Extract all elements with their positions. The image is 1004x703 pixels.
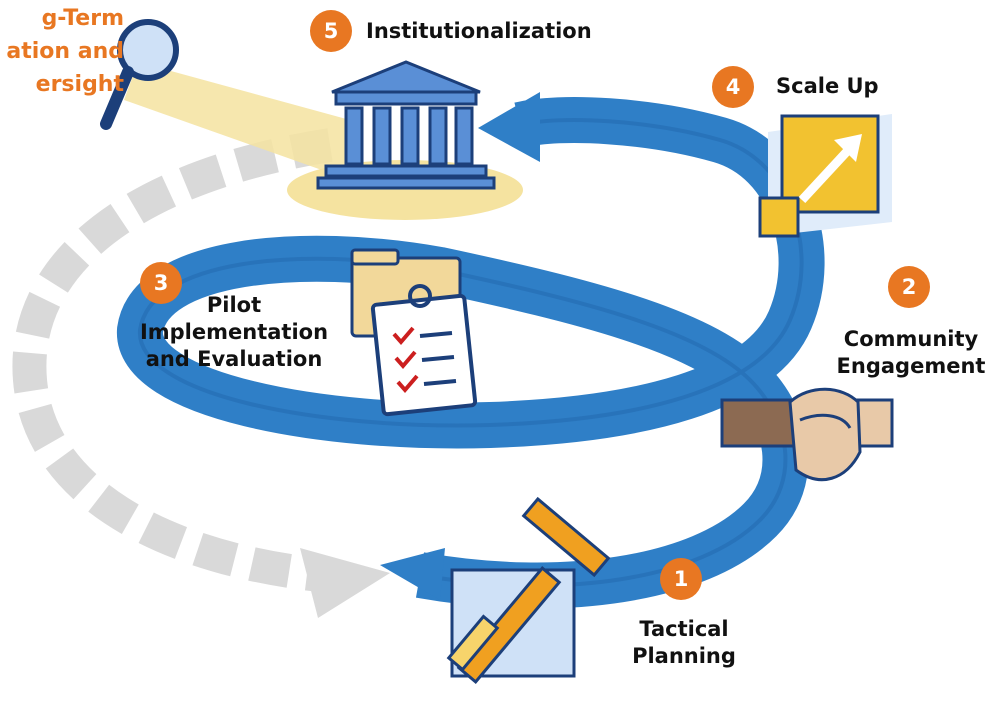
stage-4-title: Scale Up <box>776 74 879 98</box>
oversight-title-line-3: ersight <box>35 72 124 97</box>
stage-1-title-line-2: Planning <box>632 644 736 668</box>
stage-5-number: 5 <box>323 19 339 43</box>
oversight-title-line-1: g-Term <box>41 6 124 31</box>
stage-5-badge: 5 <box>310 10 352 52</box>
expand-arrow-icon <box>758 114 892 238</box>
stage-1-number: 1 <box>673 567 689 591</box>
stage-1-badge: 1 <box>660 558 702 600</box>
stage-3-number: 3 <box>153 271 169 295</box>
stage-5-title: Institutionalization <box>366 19 592 43</box>
stage-2-title-line-1: Community <box>843 327 979 351</box>
stage-2-badge: 2 <box>888 266 930 308</box>
stage-3-label: Pilot Implementation and Evaluation <box>134 292 334 373</box>
dashed-return-path <box>12 128 390 618</box>
drafting-tools-icon <box>446 496 611 684</box>
institution-building-icon <box>316 60 496 190</box>
stage-2-title-line-2: Engagement <box>836 354 986 378</box>
stage-1-label: Tactical Planning <box>614 616 754 670</box>
oversight-title-line-2: ation and <box>6 39 124 64</box>
stage-2-number: 2 <box>901 275 917 299</box>
handshake-icon <box>720 387 894 482</box>
spotlight-beam <box>124 62 350 180</box>
magnifying-glass-icon <box>100 19 179 130</box>
stage-4-label: Scale Up <box>776 73 879 100</box>
stage-5-label: Institutionalization <box>366 18 592 45</box>
stage-3-title-line-2: Implementation <box>139 320 329 344</box>
clipboard-checklist-icon <box>350 248 478 417</box>
stage-1-title-line-1: Tactical <box>639 617 729 641</box>
stage-3-title-line-3: and Evaluation <box>145 347 323 371</box>
stage-4-badge: 4 <box>712 66 754 108</box>
stage-4-number: 4 <box>725 75 741 99</box>
stage-3-badge: 3 <box>140 262 182 304</box>
stage-2-label: Community Engagement <box>826 326 996 380</box>
oversight-title: g-Term ation and ersight <box>0 2 124 101</box>
stage-3-title-line-1: Pilot <box>206 293 262 317</box>
